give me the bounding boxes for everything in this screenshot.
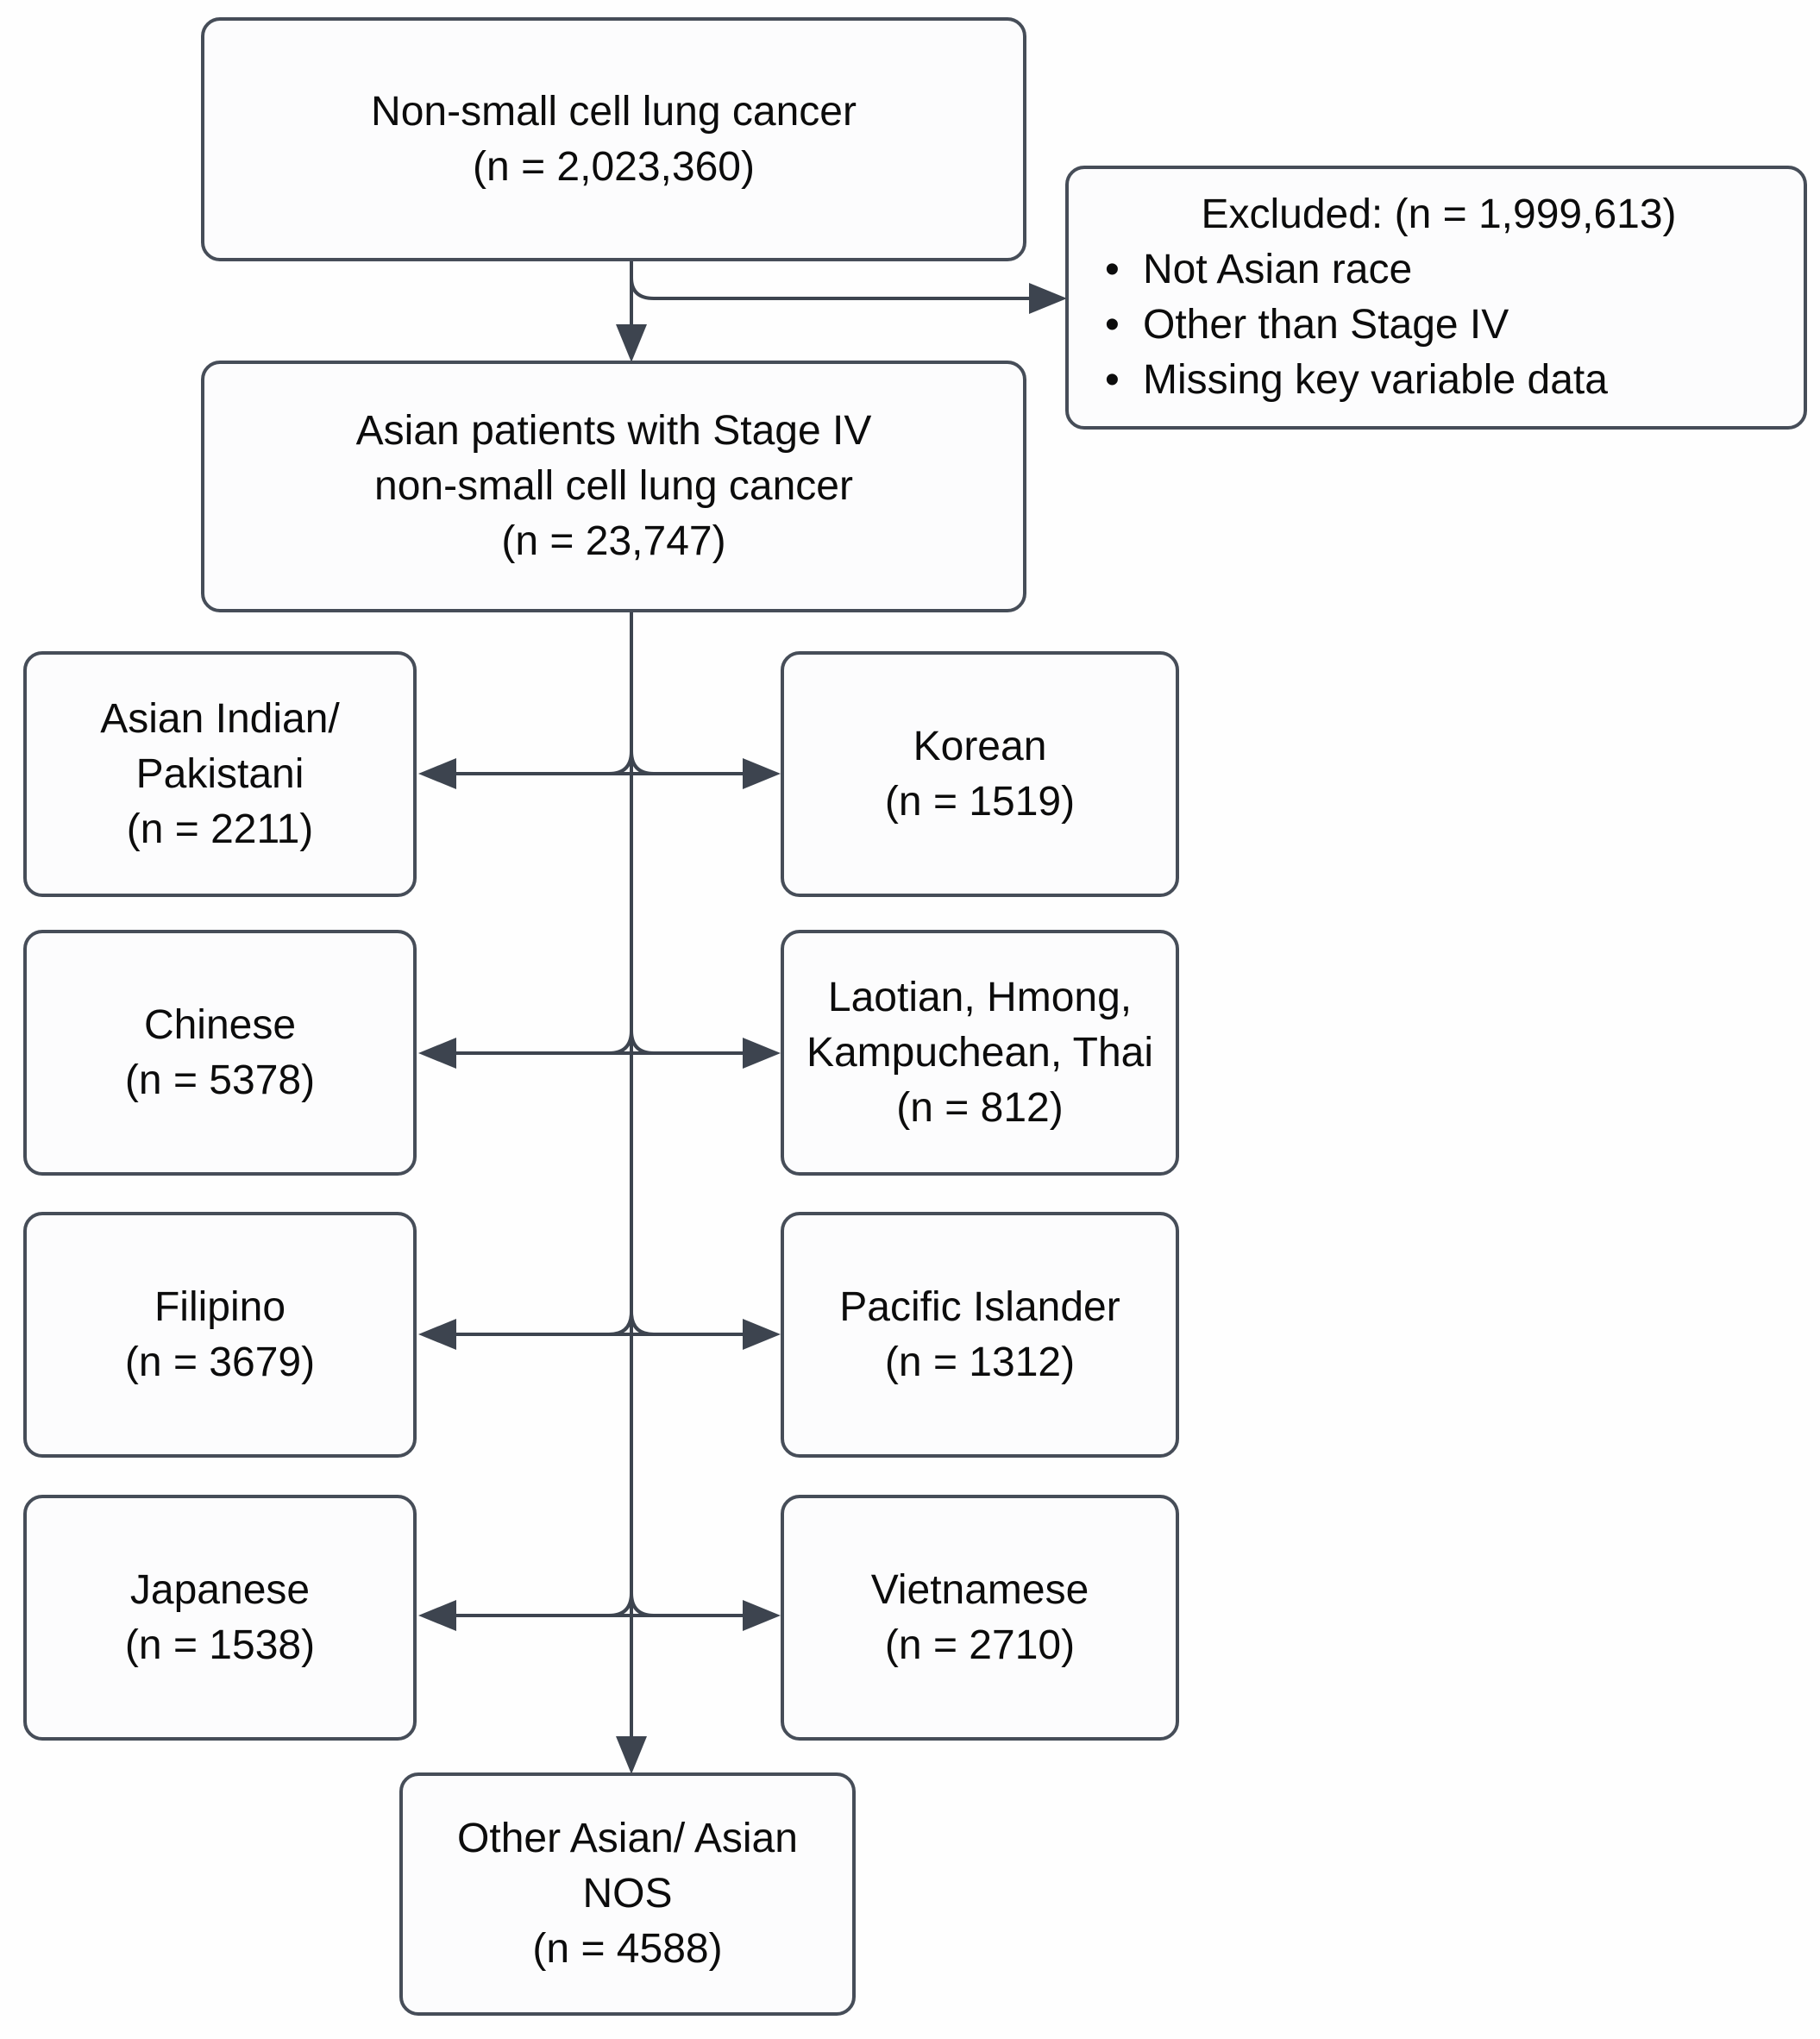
node-other-asian-line2: NOS [582, 1871, 673, 1917]
node-filipino-line1: Filipino [154, 1283, 286, 1330]
connector-row2-fillet-left [608, 1030, 633, 1055]
node-pacific-islander-line1: Pacific Islander [839, 1283, 1120, 1330]
arrowhead-right-excluded [1029, 283, 1067, 314]
bullet-icon: • [1105, 247, 1120, 292]
node-japanese: Japanese (n = 1538) [23, 1495, 417, 1741]
node-other-asian: Other Asian/ Asian NOS (n = 4588) [399, 1772, 856, 2016]
connector-row4-fillet-right [630, 1592, 655, 1617]
node-other-asian-line3: (n = 4588) [532, 1926, 723, 1972]
node-excluded: Excluded: (n = 1,999,613) • Not Asian ra… [1065, 166, 1807, 430]
bullet-icon: • [1105, 302, 1120, 348]
node-korean-line2: (n = 1519) [884, 778, 1076, 825]
bullet-icon: • [1105, 357, 1120, 403]
node-japanese-line2: (n = 1538) [124, 1622, 316, 1668]
node-asian-indian-line1: Asian Indian/ [100, 695, 340, 742]
node-stage4-line2: non-small cell lung cancer [374, 463, 853, 509]
node-laotian-line2: Kampuchean, Thai [806, 1029, 1154, 1076]
node-pacific-islander: Pacific Islander (n = 1312) [781, 1212, 1179, 1458]
node-excluded-bullet1: • Not Asian race [1098, 242, 1779, 298]
connector-row3-fillet-left [608, 1311, 633, 1336]
arrowhead-right-korean [743, 758, 781, 789]
node-chinese-line1: Chinese [143, 1001, 297, 1048]
node-stage4: Asian patients with Stage IV non-small c… [201, 361, 1026, 612]
arrowhead-right-vietnamese [743, 1600, 781, 1631]
arrowhead-right-laotian [743, 1038, 781, 1069]
connector-row3-fillet-right [630, 1311, 655, 1336]
node-other-asian-line1: Other Asian/ Asian [457, 1816, 798, 1861]
connector-row1-fillet-right [630, 750, 655, 775]
node-excluded-bullet3-text: Missing key variable data [1143, 357, 1608, 403]
arrowhead-left-asian-indian [418, 758, 456, 789]
node-japanese-line1: Japanese [129, 1566, 311, 1613]
node-pacific-islander-line2: (n = 1312) [884, 1339, 1076, 1385]
node-excluded-bullet3: • Missing key variable data [1098, 353, 1779, 408]
node-chinese-line2: (n = 5378) [124, 1057, 316, 1103]
arrowhead-left-japanese [418, 1600, 456, 1631]
node-filipino: Filipino (n = 3679) [23, 1212, 417, 1458]
node-stage4-line1: Asian patients with Stage IV [355, 408, 872, 454]
node-laotian: Laotian, Hmong, Kampuchean, Thai (n = 81… [781, 930, 1179, 1176]
node-laotian-line1: Laotian, Hmong, [827, 974, 1133, 1020]
node-excluded-bullet2: • Other than Stage IV [1098, 298, 1779, 353]
arrowhead-right-pacific-islander [743, 1319, 781, 1350]
connector-to-excluded [630, 277, 1032, 300]
node-vietnamese-line2: (n = 2710) [884, 1622, 1076, 1668]
node-nsclc-line1: Non-small cell lung cancer [371, 88, 857, 135]
arrowhead-down-other-asian [616, 1736, 647, 1774]
node-laotian-line3: (n = 812) [896, 1084, 1064, 1131]
node-excluded-bullet2-text: Other than Stage IV [1143, 302, 1509, 348]
arrowhead-down-stage4 [616, 324, 647, 362]
node-vietnamese-line1: Vietnamese [870, 1566, 1089, 1613]
node-asian-indian-line2: Pakistani [135, 750, 304, 797]
node-asian-indian: Asian Indian/ Pakistani (n = 2211) [23, 651, 417, 897]
node-nsclc-line2: (n = 2,023,360) [473, 143, 755, 190]
node-asian-indian-line3: (n = 2211) [126, 806, 314, 852]
node-chinese: Chinese (n = 5378) [23, 930, 417, 1176]
node-filipino-line2: (n = 3679) [124, 1339, 316, 1385]
node-nsclc: Non-small cell lung cancer (n = 2,023,36… [201, 17, 1026, 261]
connector-row4-fillet-left [608, 1592, 633, 1617]
node-excluded-bullet1-text: Not Asian race [1143, 247, 1413, 292]
node-vietnamese: Vietnamese (n = 2710) [781, 1495, 1179, 1741]
arrowhead-left-filipino [418, 1319, 456, 1350]
connector-row2-fillet-right [630, 1030, 655, 1055]
node-korean: Korean (n = 1519) [781, 651, 1179, 897]
node-stage4-line3: (n = 23,747) [501, 518, 726, 564]
node-excluded-title: Excluded: (n = 1,999,613) [1201, 191, 1677, 237]
node-korean-line1: Korean [913, 723, 1047, 769]
connector-row1-fillet-left [608, 750, 633, 775]
arrowhead-left-chinese [418, 1038, 456, 1069]
